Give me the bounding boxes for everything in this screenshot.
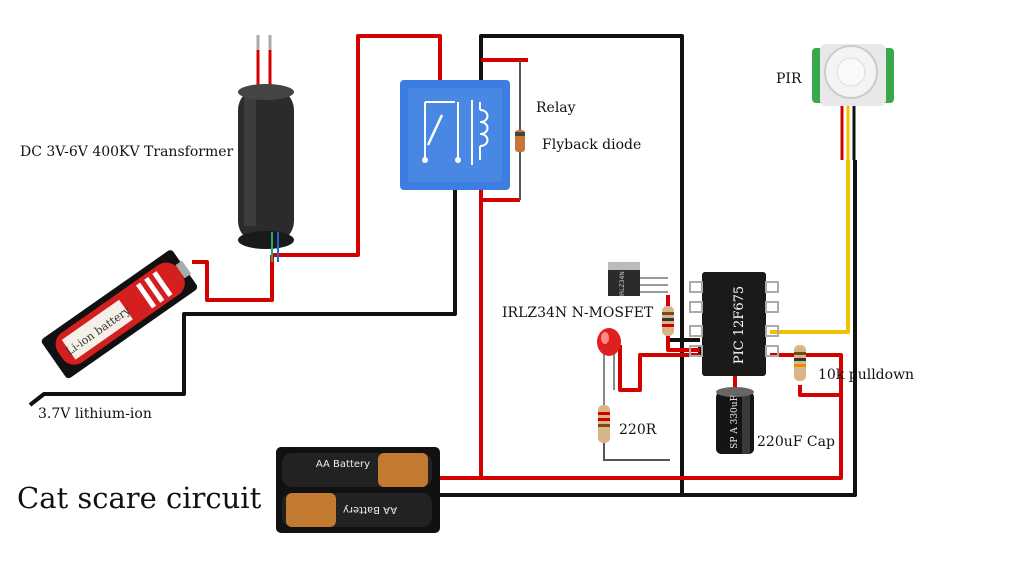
pulldown-resistor [794, 345, 806, 381]
mosfet-marking: IRLZ34N [619, 271, 626, 297]
capacitor-label: 220uF Cap [757, 434, 835, 450]
resistor-220r [598, 405, 610, 443]
flyback-diode [515, 130, 525, 152]
diode-label: Flyback diode [542, 137, 642, 153]
resistor-220r-label: 220R [619, 422, 657, 438]
aa-top-label: AA Battery [316, 459, 370, 470]
diagram-title: Cat scare circuit [17, 481, 262, 515]
pic-marking: PIC 12F675 [732, 286, 747, 364]
li-ion-battery: Li-ion battery [41, 250, 198, 379]
yellow-wires [770, 160, 850, 334]
pulldown-label: 10k pulldown [818, 367, 915, 383]
mosfet: IRLZ34N [608, 262, 668, 297]
electrolytic-capacitor: SP A 330uF [716, 387, 754, 454]
hv-transformer [238, 35, 294, 262]
gate-resistor [662, 306, 674, 336]
mosfet-label: IRLZ34N N-MOSFET [502, 305, 654, 321]
relay [400, 80, 510, 190]
pir-label: PIR [776, 71, 802, 87]
relay-label: Relay [536, 100, 576, 116]
li-ion-label: 3.7V lithium-ion [38, 406, 152, 422]
pir-sensor [812, 44, 894, 160]
cap-marking: SP A 330uF [730, 395, 740, 449]
aa-battery-pack: AA Battery AA Battery [276, 447, 440, 533]
red-led [597, 328, 621, 410]
pic-chip: PIC 12F675 [689, 272, 779, 376]
transformer-label: DC 3V-6V 400KV Transformer [20, 144, 234, 160]
aa-bottom-label: AA Battery [343, 504, 397, 515]
